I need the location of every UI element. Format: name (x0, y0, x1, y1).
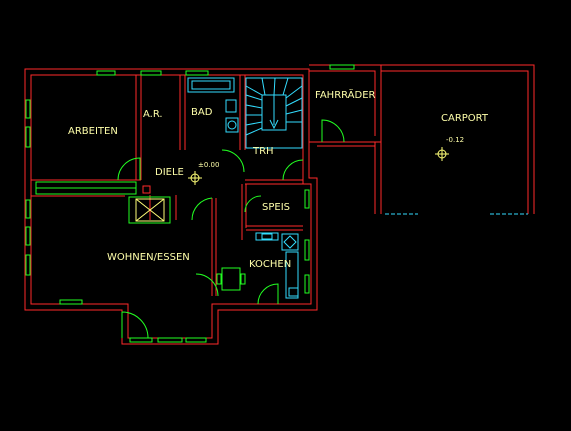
windows (25, 64, 355, 343)
staircase (245, 77, 303, 149)
level-label-diele: ±0.00 (198, 161, 219, 169)
level-marker-carport (435, 147, 449, 161)
level-label-carport: -0.12 (446, 136, 464, 144)
room-label-kochen: KOCHEN (249, 259, 291, 270)
chimney (128, 185, 171, 224)
room-label-ar: A.R. (143, 109, 163, 120)
doors (117, 119, 345, 339)
bath-fixtures (187, 77, 239, 133)
room-label-speis: SPEIS (262, 202, 290, 213)
room-label-arbeiten: ARBEITEN (68, 126, 118, 137)
kitchen-fixtures (216, 232, 299, 299)
room-label-carport: CARPORT (441, 113, 489, 124)
room-label-diele: DIELE (155, 167, 184, 178)
room-label-fahrraeder: FAHRRÄDER (315, 88, 376, 101)
room-label-wohnen-essen: WOHNEN/ESSEN (107, 252, 190, 263)
room-label-bad: BAD (191, 107, 213, 118)
room-label-trh: TRH (252, 146, 274, 157)
level-marker-diele (188, 171, 202, 185)
garage-walls (309, 64, 535, 215)
